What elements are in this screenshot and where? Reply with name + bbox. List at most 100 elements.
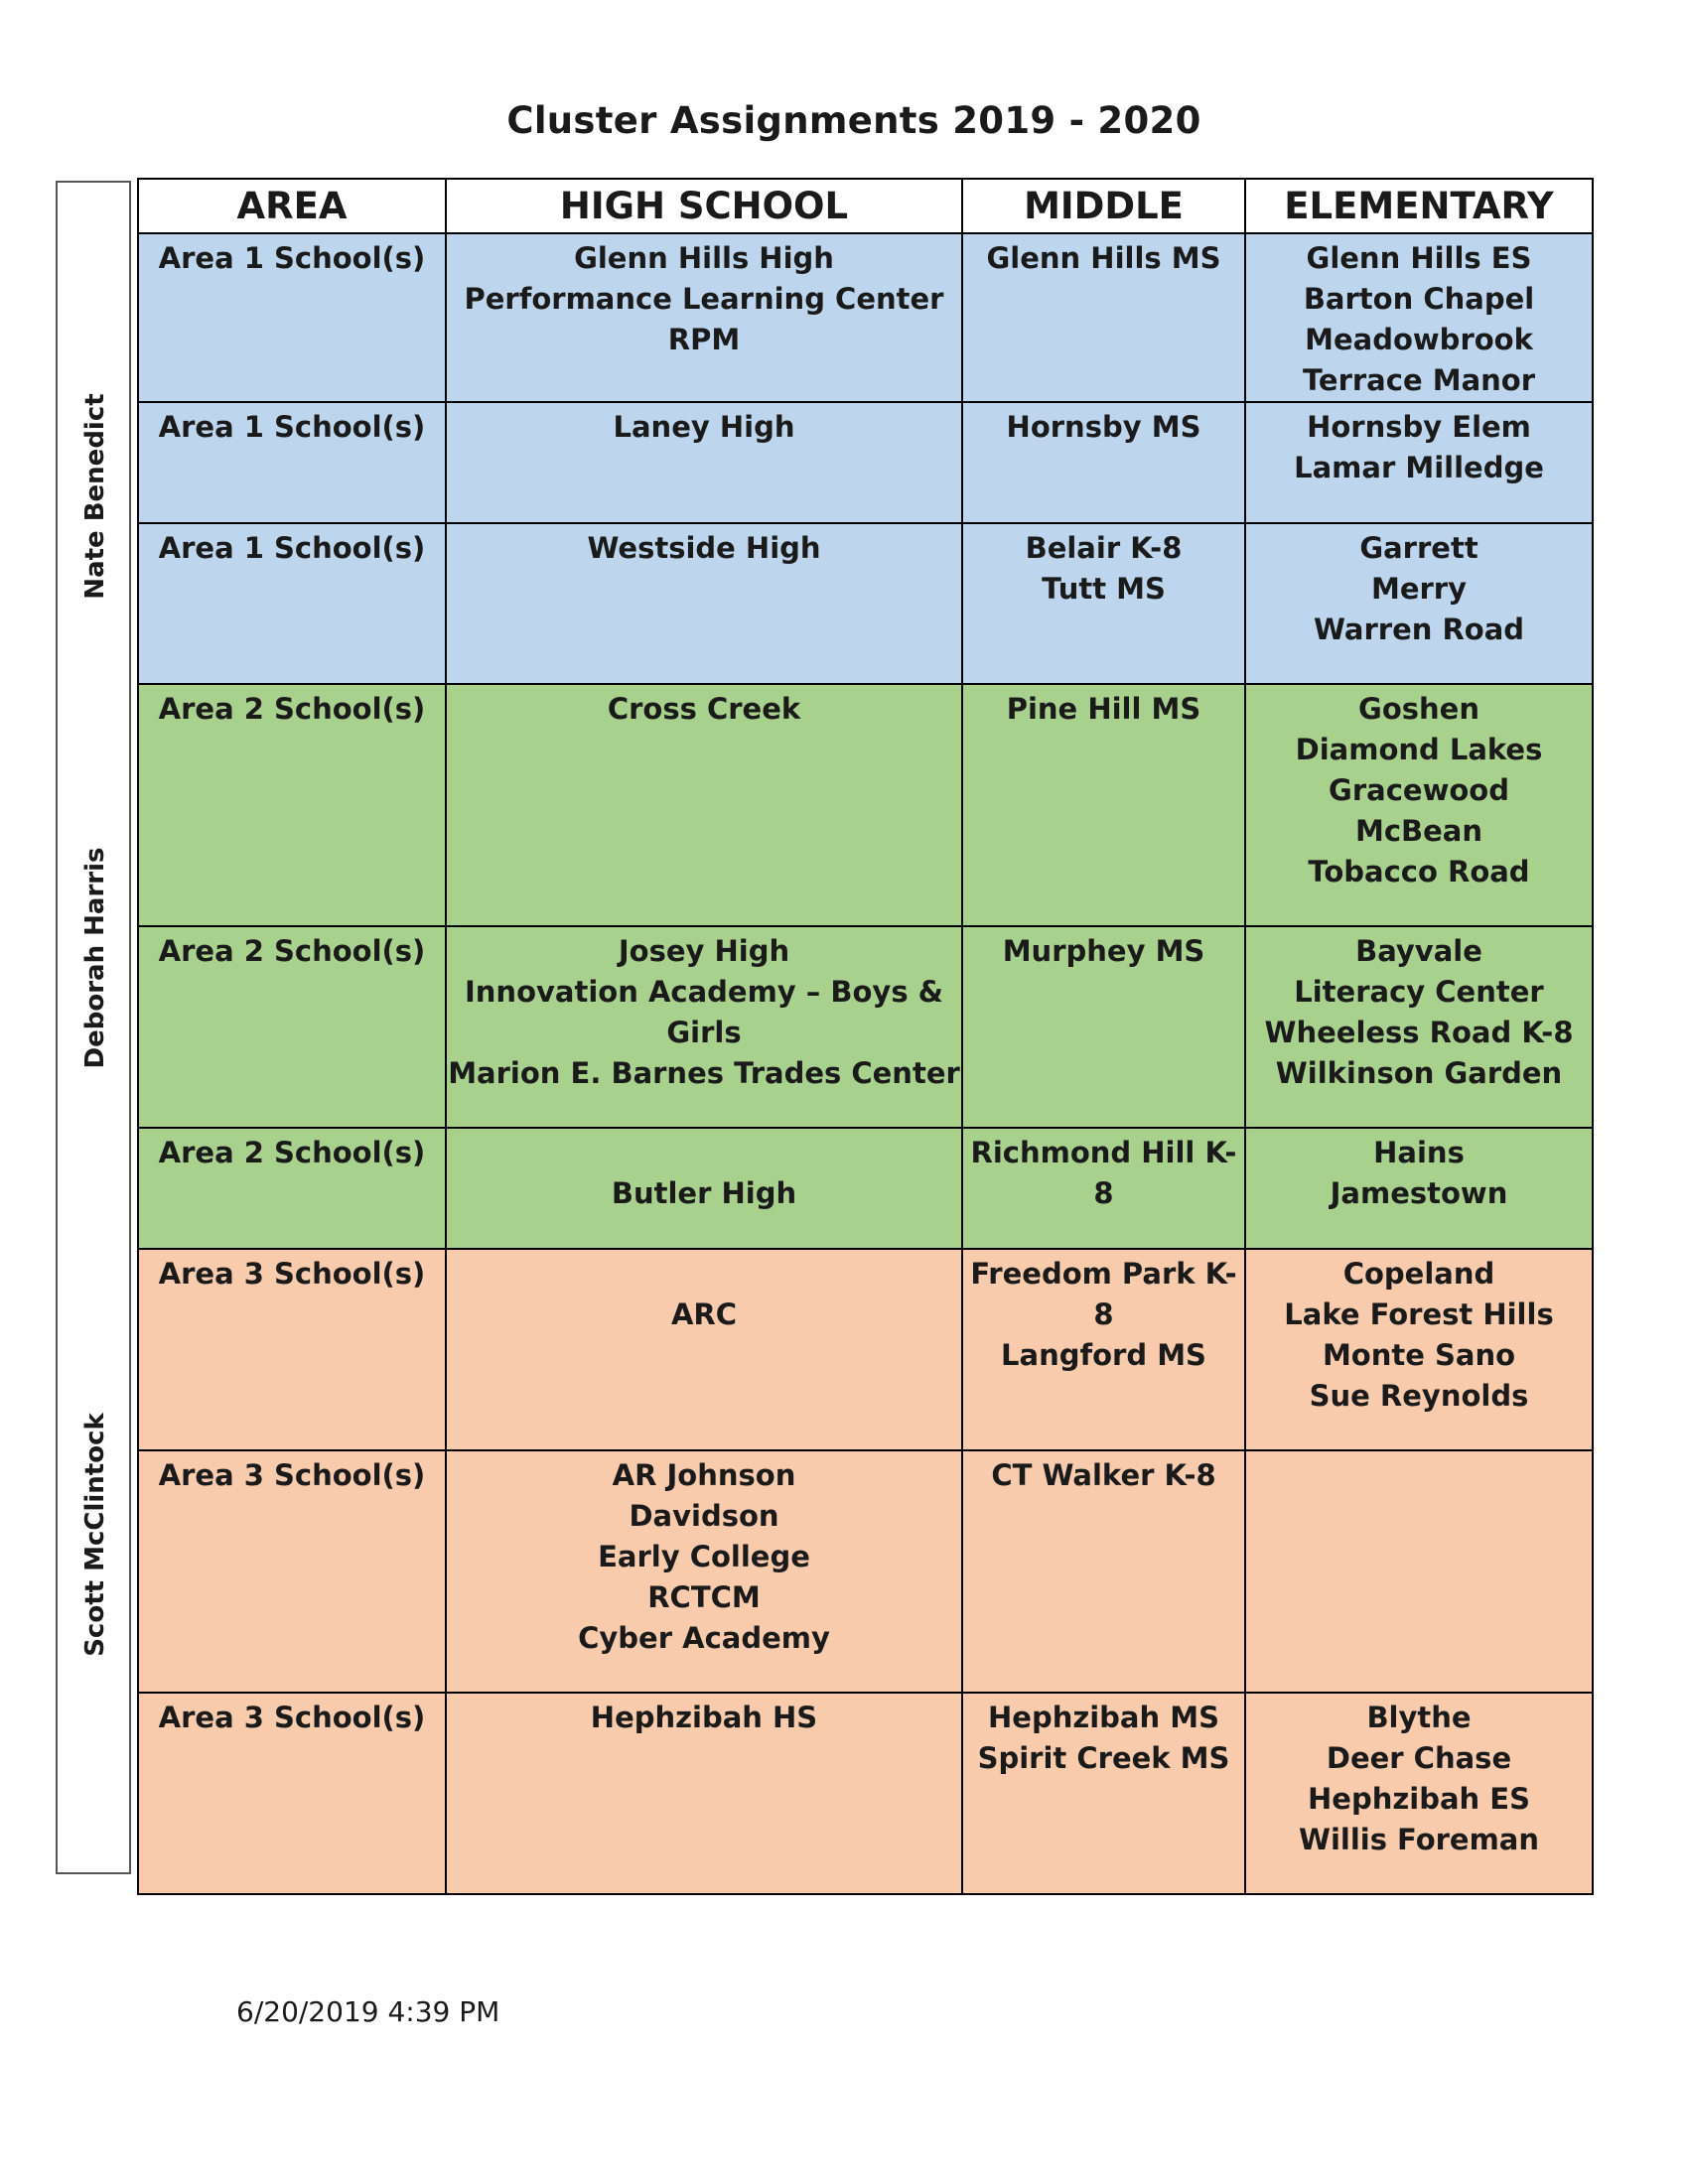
manager-label-scott-mcclintock: Scott McClintock <box>80 1413 110 1657</box>
area-cell: Area 3 School(s) <box>137 1449 447 1694</box>
school-name: Cyber Academy <box>578 1621 830 1655</box>
school-name: Spirit Creek MS <box>977 1741 1230 1775</box>
school-name: Butler High <box>611 1176 797 1210</box>
school-name: RCTCM <box>647 1580 761 1614</box>
middle-cell: Pine Hill MS <box>961 683 1246 927</box>
school-name: Deer Chase <box>1326 1741 1512 1775</box>
school-name: Lamar Milledge <box>1294 451 1544 484</box>
area-cell: Area 3 School(s) <box>137 1248 447 1451</box>
header-high-school: HIGH SCHOOL <box>445 178 963 234</box>
school-name: Monte Sano <box>1322 1338 1516 1372</box>
school-name: Hornsby MS <box>1006 410 1201 444</box>
school-name: ARC <box>670 1297 738 1331</box>
footer-timestamp: 6/20/2019 4:39 PM <box>236 1995 500 2028</box>
school-name: Terrace Manor <box>1302 363 1536 397</box>
school-name: Performance Learning Center <box>464 282 944 316</box>
school-name: RPM <box>667 323 741 356</box>
manager-sidebar <box>56 181 131 1874</box>
area-label: Area 1 School(s) <box>158 241 426 275</box>
school-name: Sue Reynolds <box>1309 1379 1529 1413</box>
school-name: Glenn Hills High <box>574 241 834 275</box>
school-name: Jamestown <box>1330 1176 1508 1210</box>
school-name: Blythe <box>1366 1701 1472 1734</box>
area-cell: Area 1 School(s) <box>137 522 447 685</box>
high-school-cell: Westside High <box>445 522 963 685</box>
middle-cell: Glenn Hills MS <box>961 232 1246 403</box>
school-name: Willis Foreman <box>1298 1823 1540 1856</box>
school-name: Murphey MS <box>1002 934 1205 968</box>
elementary-cell <box>1244 1449 1594 1694</box>
high-school-cell: Laney High <box>445 401 963 524</box>
school-name: Meadowbrook <box>1305 323 1533 356</box>
area-cell: Area 2 School(s) <box>137 925 447 1129</box>
school-name: Belair K-8 <box>1025 531 1183 565</box>
school-name: AR Johnson <box>612 1458 796 1492</box>
cluster-table: AREA HIGH SCHOOL MIDDLE ELEMENTARY Area … <box>137 178 1594 1895</box>
area-label: Area 3 School(s) <box>158 1257 426 1291</box>
high-school-cell: Cross Creek <box>445 683 963 927</box>
header-middle: MIDDLE <box>961 178 1246 234</box>
table-row: Area 3 School(s) Hephzibah HS Hephzibah MS… <box>137 1692 1594 1895</box>
area-cell: Area 1 School(s) <box>137 232 447 403</box>
middle-cell: Murphey MS <box>961 925 1246 1129</box>
school-name: Garrett <box>1359 531 1478 565</box>
middle-cell: Hornsby MS <box>961 401 1246 524</box>
page-title: Cluster Assignments 2019 - 2020 <box>506 99 1201 142</box>
school-name: Davidson <box>629 1499 779 1533</box>
middle-cell: CT Walker K-8 <box>961 1449 1246 1694</box>
school-name: Goshen <box>1358 692 1479 726</box>
high-school-cell: ARC <box>445 1248 963 1451</box>
middle-cell: Hephzibah MS Spirit Creek MS <box>961 1692 1246 1895</box>
high-school-cell: Hephzibah HS <box>445 1692 963 1895</box>
table-row: Area 1 School(s)Laney High Hornsby MS Horn… <box>137 401 1594 524</box>
area-label: Area 2 School(s) <box>158 692 426 726</box>
school-name: Josey High <box>618 934 790 968</box>
school-name: Copeland <box>1342 1257 1495 1291</box>
school-name: Warren Road <box>1313 613 1525 646</box>
school-name: Cross Creek <box>607 692 801 726</box>
school-name: Hains <box>1373 1136 1465 1169</box>
table-header-row: AREA HIGH SCHOOL MIDDLE ELEMENTARY <box>137 178 1594 234</box>
school-name: Glenn Hills MS <box>986 241 1221 275</box>
school-name: Literacy Center <box>1294 975 1544 1009</box>
header-elementary: ELEMENTARY <box>1244 178 1594 234</box>
area-cell: Area 2 School(s) <box>137 1127 447 1250</box>
school-name: Hephzibah HS <box>590 1701 818 1734</box>
school-name: CT Walker K-8 <box>991 1458 1216 1492</box>
school-name: Richmond Hill K-8 <box>970 1136 1237 1210</box>
school-name: Early College <box>598 1540 810 1573</box>
area-label: Area 1 School(s) <box>158 531 426 565</box>
manager-label-deborah-harris: Deborah Harris <box>80 847 110 1069</box>
header-area: AREA <box>137 178 447 234</box>
area-cell: Area 2 School(s) <box>137 683 447 927</box>
area-label: Area 2 School(s) <box>158 934 426 968</box>
school-name: Hephzibah MS <box>988 1701 1219 1734</box>
school-name: Westside High <box>587 531 821 565</box>
school-name: Innovation Academy – Boys & Girls <box>465 975 943 1049</box>
table-row: Area 2 School(s) Cross Creek Pine Hill MS G… <box>137 683 1594 927</box>
school-name: Pine Hill MS <box>1006 692 1201 726</box>
area-cell: Area 1 School(s) <box>137 401 447 524</box>
middle-cell: Richmond Hill K-8 <box>961 1127 1246 1250</box>
school-name: Marion E. Barnes Trades Center <box>448 1056 960 1090</box>
high-school-cell: Butler High <box>445 1127 963 1250</box>
area-cell: Area 3 School(s) <box>137 1692 447 1895</box>
school-name: McBean <box>1354 814 1483 848</box>
school-name: Glenn Hills ES <box>1306 241 1532 275</box>
school-name: Hephzibah ES <box>1308 1782 1530 1816</box>
